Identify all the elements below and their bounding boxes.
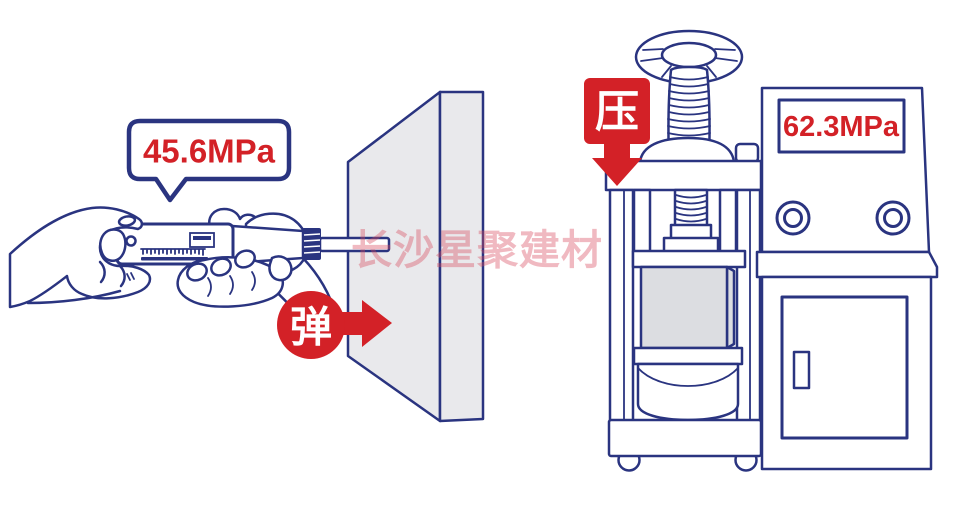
hammer-scale [140,248,208,261]
fingertip-2 [210,257,232,277]
console-knob-left [775,200,811,236]
machine-base [607,418,763,458]
finger-separation [207,271,256,297]
pedestal [636,362,740,422]
hammer-knurled-collar [302,228,321,260]
handwheel-hub [660,41,718,69]
inner-post-left [632,188,652,254]
right-hand-front [176,249,293,308]
frame-column-left [608,188,635,424]
hammer-display-window [189,232,215,248]
display-frame [777,98,906,154]
skin-crease [126,272,135,281]
rebound-badge-circle [277,291,345,359]
compression-machine: 62.3MPa 压 [584,29,939,472]
console-ledge [755,250,939,279]
rebound-action-badge: 弹 [277,291,392,359]
press-action-badge: 压 [584,78,650,186]
window-bar [193,236,211,240]
thumbnail [117,215,137,227]
crosshead-dome [638,136,736,164]
knob-inner [783,208,803,228]
press-badge-char: 压 [595,88,639,137]
rebound-arrow-icon [341,300,392,347]
concrete-wall [346,90,485,423]
wrist-bottom-line [26,289,122,305]
inner-post-right [718,188,738,254]
specimen-cube [639,265,736,350]
console-knob-right [875,200,911,236]
thumb-tip [268,255,293,282]
frame-column-right [735,188,762,424]
window-frame [189,232,215,248]
fingertip-3 [234,249,256,269]
finger-gap-line [98,260,106,284]
curled-index-finger [99,228,127,262]
plunger-rod [318,236,391,253]
pedestal-body [636,362,740,422]
door-handle [792,350,811,390]
wall-front-face [346,90,442,423]
compression-reading-value: 62.3MPa [783,111,900,143]
upper-platen [631,249,747,269]
rebound-badge-char: 弹 [290,304,332,351]
rebound-reading-value: 45.6MPa [143,133,276,170]
knob-inner [883,208,903,228]
scale-comb [140,248,206,256]
wall-side-face [438,90,485,423]
speech-bubble-shape [126,118,292,203]
fingertip-1 [186,262,208,282]
press-badge-square [584,78,650,144]
lead-screw-lower [673,188,709,228]
pedestal-rim-arc [637,367,739,387]
control-console: 62.3MPa [755,86,939,471]
lower-screw-threads [675,194,707,223]
console-display: 62.3MPa [777,98,906,154]
left-hand [8,206,152,309]
rebound-hammer [115,222,321,266]
collar-ribs [303,233,321,254]
lower-platen [632,346,744,366]
scale-slot [141,257,208,261]
press-arrow-icon [592,144,642,186]
speech-bubble: 45.6MPa [126,118,292,203]
finger-gap-line2 [118,264,126,288]
specimen-front [639,265,729,350]
crosshead-side-block [734,142,760,164]
